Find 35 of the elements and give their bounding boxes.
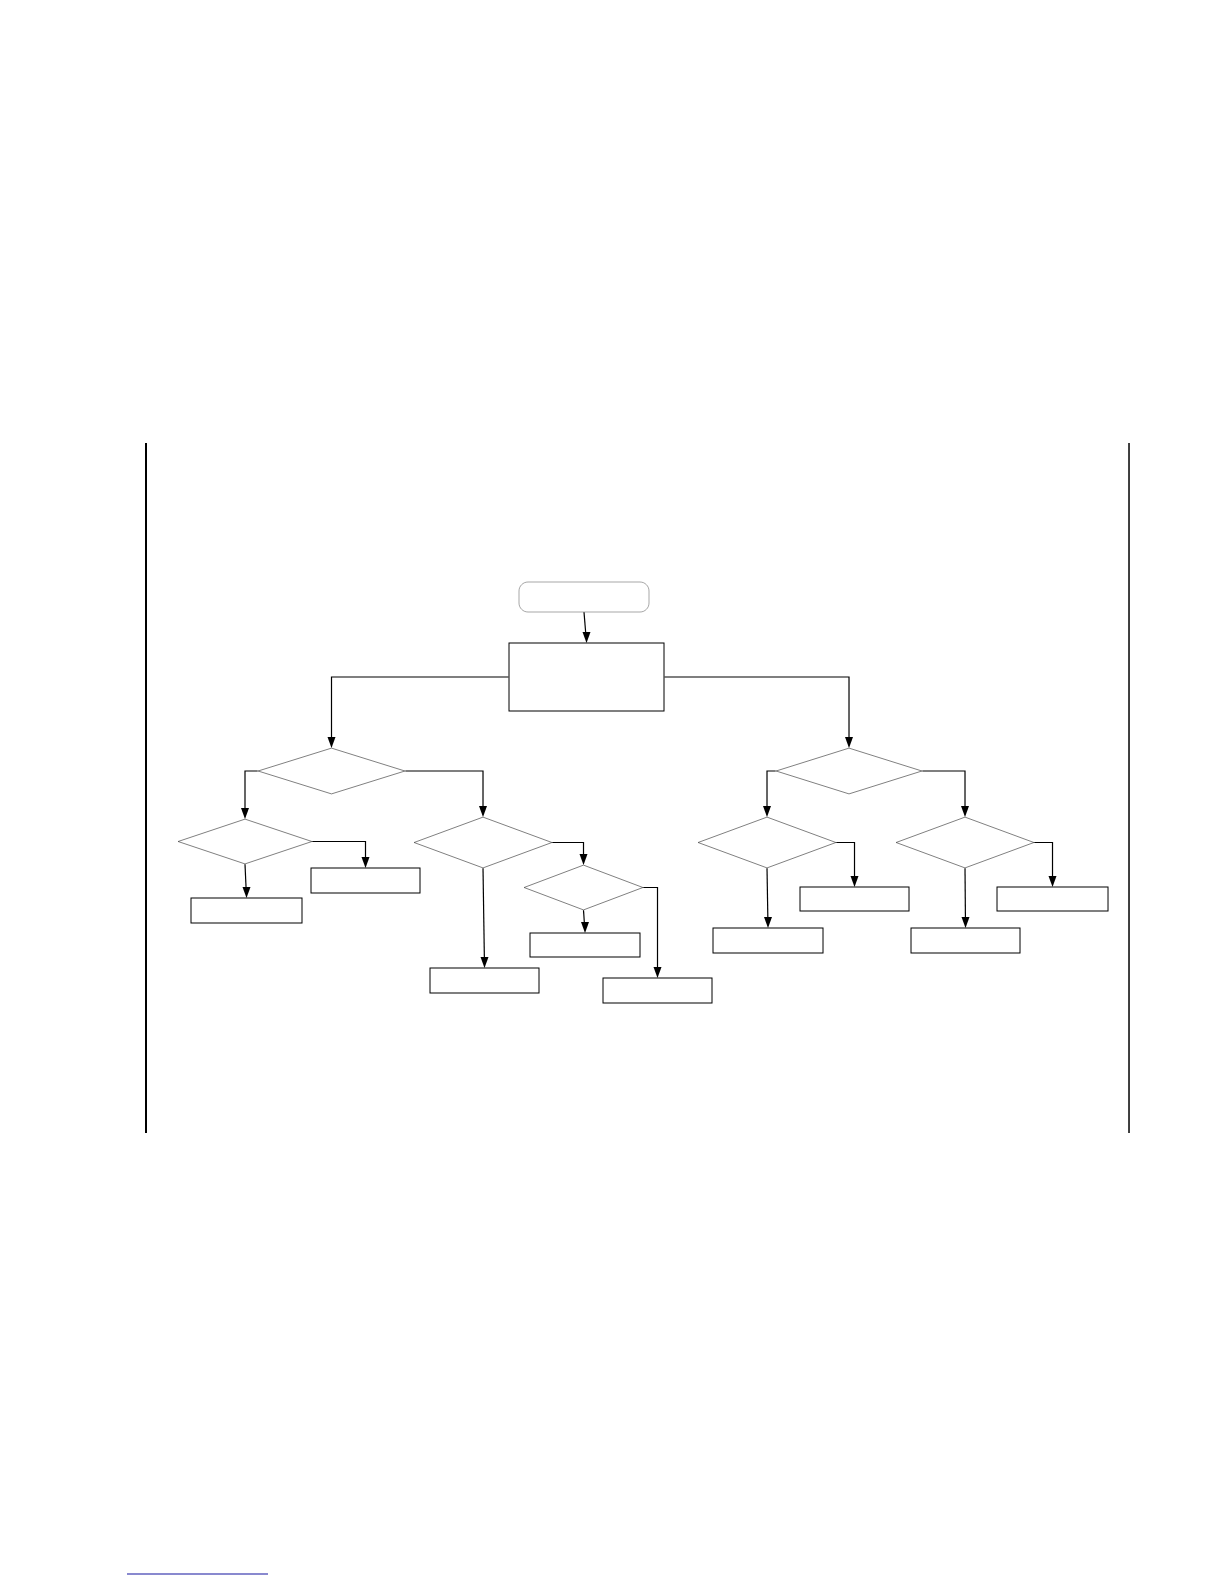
process-box bbox=[712, 927, 824, 954]
decision-diamond bbox=[413, 816, 553, 869]
arrow bbox=[327, 676, 510, 748]
process-box bbox=[529, 932, 641, 958]
process-box bbox=[996, 886, 1109, 912]
arrow bbox=[642, 886, 662, 978]
arrow bbox=[582, 611, 591, 643]
arrow bbox=[242, 863, 251, 898]
arrow bbox=[663, 676, 853, 748]
arrow bbox=[581, 909, 589, 933]
decision-diamond bbox=[895, 816, 1035, 869]
decision-diamond bbox=[523, 864, 644, 911]
process-box bbox=[429, 967, 540, 994]
arrow bbox=[1033, 841, 1057, 887]
arrow bbox=[551, 841, 588, 865]
decision-diamond bbox=[775, 747, 923, 795]
process-box bbox=[310, 867, 421, 894]
decision-diamond bbox=[697, 816, 837, 869]
arrow bbox=[404, 770, 487, 817]
process-box bbox=[910, 927, 1021, 954]
arrow bbox=[763, 770, 777, 817]
process-box bbox=[799, 886, 910, 912]
arrow bbox=[961, 867, 970, 928]
decision-diamond bbox=[257, 747, 406, 795]
arrow bbox=[835, 841, 859, 887]
decision-diamond bbox=[177, 818, 313, 865]
arrow bbox=[311, 840, 370, 868]
arrow bbox=[480, 867, 489, 968]
capsule-node bbox=[518, 581, 650, 613]
arrow bbox=[241, 770, 259, 819]
process-box bbox=[190, 897, 303, 924]
process-box bbox=[602, 977, 713, 1004]
arrow bbox=[764, 867, 772, 928]
arrow bbox=[921, 770, 969, 817]
process-box bbox=[508, 642, 665, 712]
